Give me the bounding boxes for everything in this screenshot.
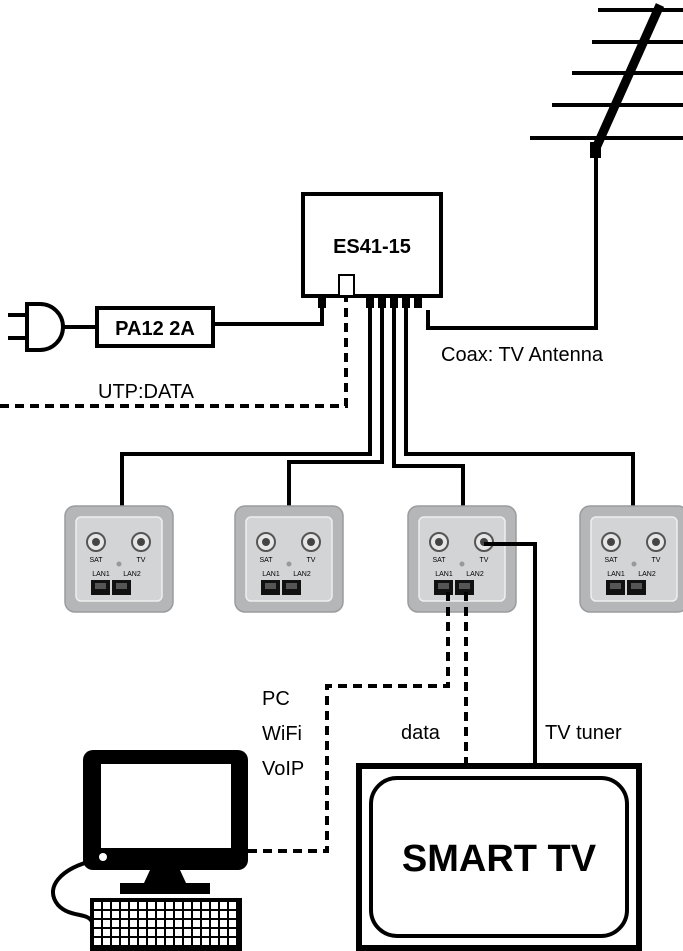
outlet-cables: [120, 308, 635, 506]
es41-15-device: ES41-15: [301, 192, 443, 308]
outlet-lan1-label: LAN1: [92, 571, 110, 578]
outlet-lan2-label: LAN2: [123, 571, 141, 578]
tv-antenna-icon: [530, 3, 683, 158]
outlet-lan1-label: LAN1: [262, 571, 280, 578]
tv-tuner-label: TV tuner: [545, 722, 622, 744]
smart-tv-label: SMART TV: [402, 838, 597, 880]
power-adapter: PA12 2A: [95, 306, 215, 348]
coax-antenna-label: Coax: TV Antenna: [441, 344, 604, 366]
tv-tuner-cable: [484, 542, 537, 768]
outlet-lan2-label: LAN2: [293, 571, 311, 578]
outlet-sat-label: SAT: [432, 557, 446, 564]
outlet-lan2-label: LAN2: [466, 571, 484, 578]
data-label: data: [401, 722, 441, 744]
outlet-tv-label: TV: [480, 557, 489, 564]
outlet-tv-label: TV: [137, 557, 146, 564]
sat-connector-icon: [86, 532, 106, 552]
pc-label: PC: [262, 688, 290, 710]
outlet-sat-label: SAT: [259, 557, 273, 564]
outlet-sat-label: SAT: [89, 557, 103, 564]
desktop-computer-icon: [51, 750, 248, 951]
power-cable: [213, 308, 324, 326]
utp-data-label: UTP:DATA: [98, 381, 195, 403]
power-plug-icon: [8, 302, 65, 352]
tv-connector-icon: [131, 532, 151, 552]
wall-outlet: SAT TV LAN1 LAN2: [64, 505, 174, 613]
lan-ports-icon: [261, 580, 301, 595]
lan-ports-icon: [91, 580, 131, 595]
wall-outlet: SAT TV LAN1 LAN2: [234, 505, 344, 613]
sat-connector-icon: [601, 532, 621, 552]
power-adapter-label: PA12 2A: [115, 318, 195, 340]
sat-connector-icon: [429, 532, 449, 552]
voip-label: VoIP: [262, 758, 304, 780]
device-name: ES41-15: [333, 236, 411, 258]
pc-data-cable: [248, 592, 450, 853]
utp-data-cable: [0, 296, 348, 408]
lan-ports-icon: [606, 580, 646, 595]
lan-ports-icon: [434, 580, 474, 595]
outlet-sat-label: SAT: [604, 557, 618, 564]
outlet-lan1-label: LAN1: [435, 571, 453, 578]
wall-outlet: SAT TV LAN1 LAN2: [579, 505, 683, 613]
wifi-label: WiFi: [262, 723, 302, 745]
outlet-tv-label: TV: [652, 557, 661, 564]
sat-connector-icon: [256, 532, 276, 552]
wall-outlet: SAT TV LAN1 LAN2: [407, 505, 517, 613]
antenna-coax-cable: [426, 156, 598, 330]
smart-tv: SMART TV: [356, 763, 642, 951]
outlet-tv-label: TV: [307, 557, 316, 564]
outlet-lan1-label: LAN1: [607, 571, 625, 578]
tv-connector-icon: [646, 532, 666, 552]
outlet-lan2-label: LAN2: [638, 571, 656, 578]
tv-connector-icon: [301, 532, 321, 552]
